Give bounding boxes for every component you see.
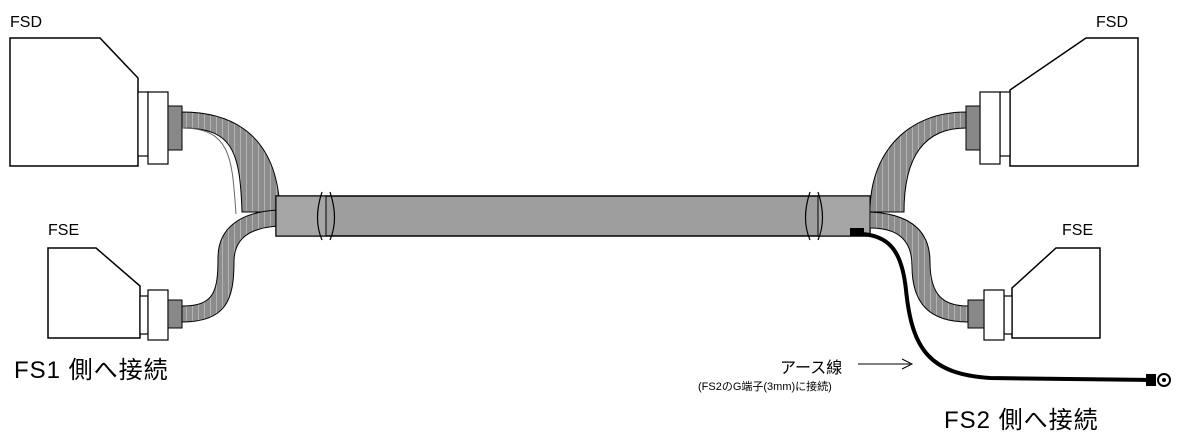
- hose-fsd-right: [869, 111, 967, 213]
- cable-tie-left: [316, 191, 336, 241]
- earth-wire: [861, 232, 1151, 382]
- connector-fse-right: [967, 247, 1101, 341]
- label-fsd-left: FSD: [10, 14, 42, 31]
- hose-fsd-left: [181, 111, 281, 213]
- cable-tie-right: [804, 191, 824, 241]
- label-fs1-connect: FS1 側へ接続: [14, 357, 169, 384]
- label-fse-left: FSE: [48, 222, 80, 239]
- earth-wire-leader-arrow: [858, 358, 914, 370]
- hose-fse-left: [181, 209, 279, 323]
- earth-terminal-block: [850, 228, 864, 236]
- main-cable: [275, 195, 871, 237]
- hose-fse-right: [869, 211, 969, 323]
- label-fs2-connect: FS2 側へ接続: [944, 407, 1099, 434]
- connector-fsd-right: [965, 37, 1139, 167]
- label-fsd-right: FSD: [1096, 14, 1128, 31]
- label-earth-wire: アース線: [780, 360, 843, 377]
- label-fse-right: FSE: [1062, 222, 1094, 239]
- connector-fse-left: [47, 247, 183, 341]
- ring-terminal-icon: [1146, 373, 1171, 387]
- connector-fsd-left: [9, 37, 183, 167]
- label-earth-note: (FS2のG端子(3mm)に接続): [698, 381, 832, 393]
